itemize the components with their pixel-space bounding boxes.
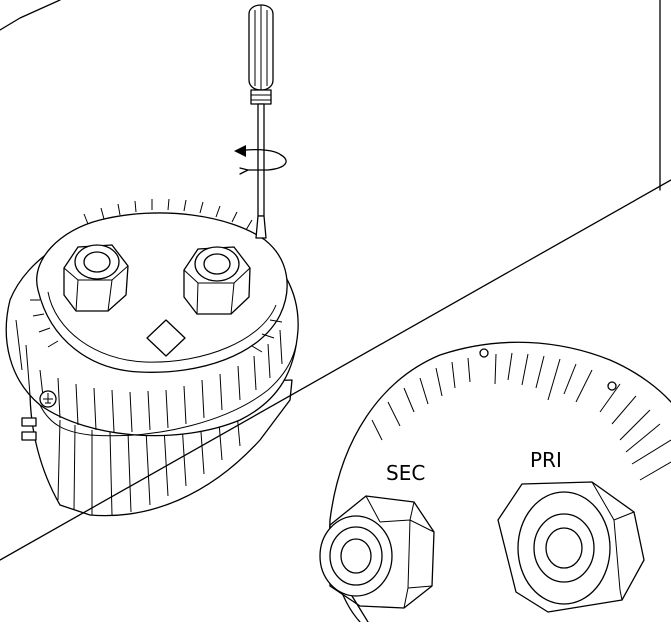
top-plate-edge (47, 291, 277, 363)
adjustment-slot (146, 319, 186, 357)
left-hex-nut (63, 244, 129, 312)
side-terminal (21, 417, 37, 441)
dial-mark-2 (607, 381, 617, 391)
right-hex-nut (183, 246, 251, 315)
barrel-band (39, 344, 297, 437)
dial-arc (329, 341, 671, 521)
divider-line-lower (0, 179, 671, 561)
rotation-arrow-icon (234, 145, 287, 175)
screwdriver-icon (248, 4, 274, 239)
ground-symbol-icon (39, 390, 57, 408)
detail-view: SEC PRI (319, 341, 671, 623)
pri-label: PRI (530, 448, 562, 472)
dome-rim-ticks (30, 198, 283, 353)
sec-hex-nut (319, 495, 435, 623)
sec-label: SEC (386, 461, 425, 485)
transformer-unit (5, 198, 299, 517)
dial-ticks (371, 352, 671, 481)
pri-hex-nut (497, 481, 645, 613)
corner-line (0, 0, 61, 31)
dial-mark-1 (479, 348, 489, 358)
barrel-graduations (15, 319, 283, 433)
